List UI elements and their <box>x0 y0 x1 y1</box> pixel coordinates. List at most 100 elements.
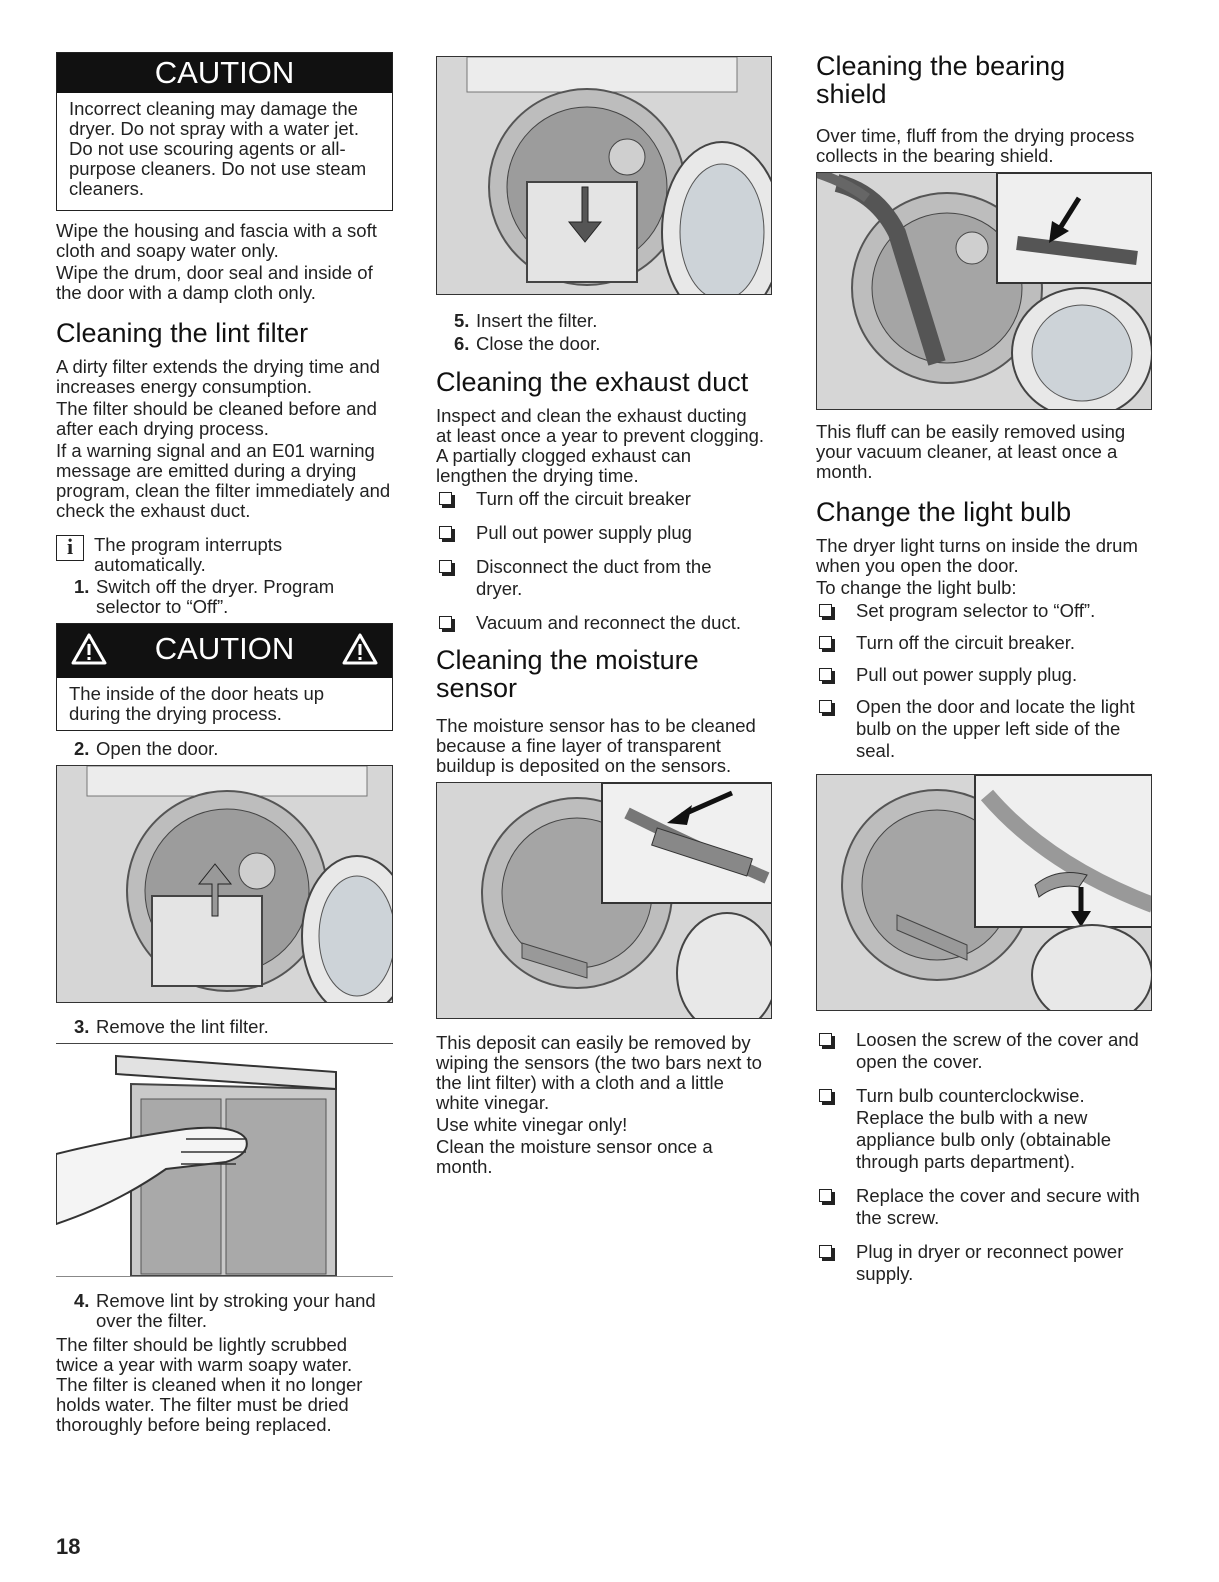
step-2: 2. Open the door. <box>56 739 393 759</box>
checkbox-icon <box>439 616 455 632</box>
checkbox-icon <box>439 492 455 508</box>
step-3: 3. Remove the lint filter. <box>56 1017 393 1037</box>
check-text: Replace the cover and secure with the sc… <box>856 1185 1140 1228</box>
check-item: Vacuum and reconnect the duct. <box>436 612 772 634</box>
steps-list-4: 4. Remove lint by stroking your hand over… <box>56 1291 393 1331</box>
step-4: 4. Remove lint by stroking your hand over… <box>56 1291 393 1331</box>
check-text: Set program selector to “Off”. <box>856 600 1096 621</box>
check-text: Turn bulb counterclockwise. Replace the … <box>856 1085 1112 1172</box>
checkbox-icon <box>819 668 835 684</box>
caution-header: CAUTION <box>57 624 392 678</box>
caution-text: The inside of the door heats up during t… <box>69 683 325 724</box>
step-1: 1. Switch off the dryer. Program selector… <box>56 577 393 617</box>
hand-filter-illustration <box>56 1044 393 1276</box>
figure-light-bulb <box>816 774 1152 1011</box>
step-number: 2. <box>74 738 90 759</box>
figure-lint-filter-hand <box>56 1043 393 1277</box>
step-text: Switch off the dryer. Program selector t… <box>96 576 335 617</box>
info-icon: i <box>56 535 84 561</box>
light-bulb-heading: Change the light bulb <box>816 497 1072 527</box>
checkbox-icon <box>819 1033 835 1049</box>
check-text: Pull out power supply plug. <box>856 664 1078 685</box>
figure-bearing-shield <box>816 172 1152 410</box>
check-item: Pull out power supply plug <box>436 522 772 544</box>
exhaust-checklist: Turn off the circuit breaker Pull out po… <box>436 488 772 634</box>
check-text: Turn off the circuit breaker <box>476 488 691 509</box>
checkbox-icon <box>819 1245 835 1261</box>
dryer-drum-illustration <box>57 766 392 1002</box>
check-item: Set program selector to “Off”. <box>816 600 1152 622</box>
checkbox-icon <box>819 1189 835 1205</box>
check-text: Vacuum and reconnect the duct. <box>476 612 741 633</box>
check-item: Disconnect the duct from the dryer. <box>436 556 772 600</box>
step-number: 4. <box>74 1290 90 1311</box>
check-text: Loosen the screw of the cover and open t… <box>856 1029 1139 1072</box>
light-bulb-text-2: To change the light bulb: <box>816 577 1017 598</box>
deposit-text-2: Use white vinegar only! <box>436 1114 628 1135</box>
moisture-sensor-heading: Cleaning the moisture sensor <box>436 645 699 703</box>
warning-triangle-icon <box>71 633 107 665</box>
checkbox-icon <box>819 636 835 652</box>
step-text: Open the door. <box>96 738 219 759</box>
figure-moisture-sensor <box>436 782 772 1019</box>
lint-filter-heading: Cleaning the lint filter <box>56 318 309 348</box>
step-number: 1. <box>74 576 90 597</box>
deposit-text-3: Clean the moisture sensor once a month. <box>436 1136 713 1177</box>
warning-triangle-icon <box>342 633 378 665</box>
steps-list-3: 3. Remove the lint filter. <box>56 1017 393 1037</box>
steps-list-2: 2. Open the door. <box>56 739 393 759</box>
caution-box-door-heat: CAUTION The inside of the door heats up … <box>56 623 393 731</box>
caution-title: CAUTION <box>57 53 392 93</box>
column-middle: 5. Insert the filter. 6. Close the door. C… <box>436 52 772 1179</box>
fluff-removal-text: This fluff can be easily removed using y… <box>816 421 1126 482</box>
info-note: i The program interrupts automatically. <box>56 535 393 575</box>
caution-text: Incorrect cleaning may damage the dryer.… <box>69 98 367 199</box>
step-text: Close the door. <box>476 333 601 354</box>
moisture-sensor-illustration <box>437 783 771 1018</box>
step-6: 6. Close the door. <box>436 334 772 354</box>
check-item: Turn off the circuit breaker <box>436 488 772 510</box>
step-text: Remove the lint filter. <box>96 1016 269 1037</box>
dryer-insert-filter-illustration <box>437 57 771 294</box>
checkbox-icon <box>819 1089 835 1105</box>
checkbox-icon <box>819 604 835 620</box>
check-text: Pull out power supply plug <box>476 522 692 543</box>
caution-title: CAUTION <box>154 631 295 666</box>
step-number: 3. <box>74 1016 90 1037</box>
step-5: 5. Insert the filter. <box>436 311 772 331</box>
light-bulb-checklist-2: Loosen the screw of the cover and open t… <box>816 1029 1152 1285</box>
check-text: Open the door and locate the light bulb … <box>856 696 1135 761</box>
lint-filter-text-3: If a warning signal and an E01 warning m… <box>56 440 391 521</box>
check-text: Disconnect the duct from the dryer. <box>476 556 712 599</box>
light-bulb-cover-illustration <box>817 775 1151 1010</box>
deposit-text-1: This deposit can easily be removed by wi… <box>436 1032 762 1113</box>
moisture-sensor-text: The moisture sensor has to be cleaned be… <box>436 715 756 776</box>
light-bulb-checklist: Set program selector to “Off”. Turn off … <box>816 600 1152 762</box>
step-number: 5. <box>454 310 470 331</box>
step-number: 6. <box>454 333 470 354</box>
check-item: Loosen the screw of the cover and open t… <box>816 1029 1152 1073</box>
check-item: Plug in dryer or reconnect power supply. <box>816 1241 1152 1285</box>
check-text: Turn off the circuit breaker. <box>856 632 1076 653</box>
figure-insert-filter <box>436 56 772 295</box>
figure-open-door-filter <box>56 765 393 1003</box>
column-left: CAUTION Incorrect cleaning may damage th… <box>56 52 393 1435</box>
wipe-drum-text: Wipe the drum, door seal and inside of t… <box>56 262 373 303</box>
step-text: Insert the filter. <box>476 310 598 331</box>
exhaust-duct-heading: Cleaning the exhaust duct <box>436 367 749 397</box>
lint-filter-text-1: A dirty filter extends the drying time a… <box>56 356 380 397</box>
check-item: Pull out power supply plug. <box>816 664 1152 686</box>
checkbox-icon <box>439 560 455 576</box>
check-text: Plug in dryer or reconnect power supply. <box>856 1241 1124 1284</box>
checkbox-icon <box>819 700 835 716</box>
light-bulb-text-1: The dryer light turns on inside the drum… <box>816 535 1138 576</box>
wipe-housing-text: Wipe the housing and fascia with a soft … <box>56 220 377 261</box>
steps-list-1: 1. Switch off the dryer. Program selector… <box>56 577 393 617</box>
info-text: The program interrupts automatically. <box>94 534 283 575</box>
step-text: Remove lint by stroking your hand over t… <box>96 1290 376 1331</box>
bearing-shield-heading: Cleaning the bearing shield <box>816 51 1066 109</box>
column-right: Cleaning the bearing shield Over time, f… <box>816 52 1152 1297</box>
vacuum-bearing-illustration <box>817 173 1151 409</box>
caution-box-cleaning: CAUTION Incorrect cleaning may damage th… <box>56 52 393 211</box>
page-number: 18 <box>56 1534 81 1559</box>
